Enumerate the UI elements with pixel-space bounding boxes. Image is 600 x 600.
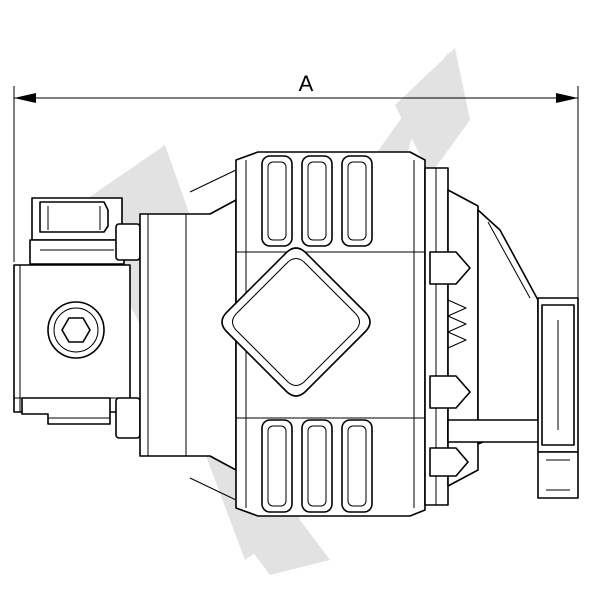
arrow-left (14, 93, 36, 103)
hex-bolt (47, 301, 105, 359)
front-studs (429, 251, 471, 477)
dimension-label: A (299, 71, 314, 96)
lower-nipple (115, 397, 141, 439)
pump-assembly (13, 151, 579, 517)
bottom-ribs (261, 419, 373, 513)
dimension-a: A (13, 71, 579, 300)
top-ribs (261, 155, 373, 247)
upper-nipple (115, 223, 141, 261)
mounting-flange (13, 264, 131, 425)
arrow-right (556, 93, 578, 103)
top-port (29, 197, 125, 265)
diamond-port (221, 247, 371, 397)
shaft-coupling (537, 297, 579, 499)
spline-teeth (447, 299, 467, 349)
